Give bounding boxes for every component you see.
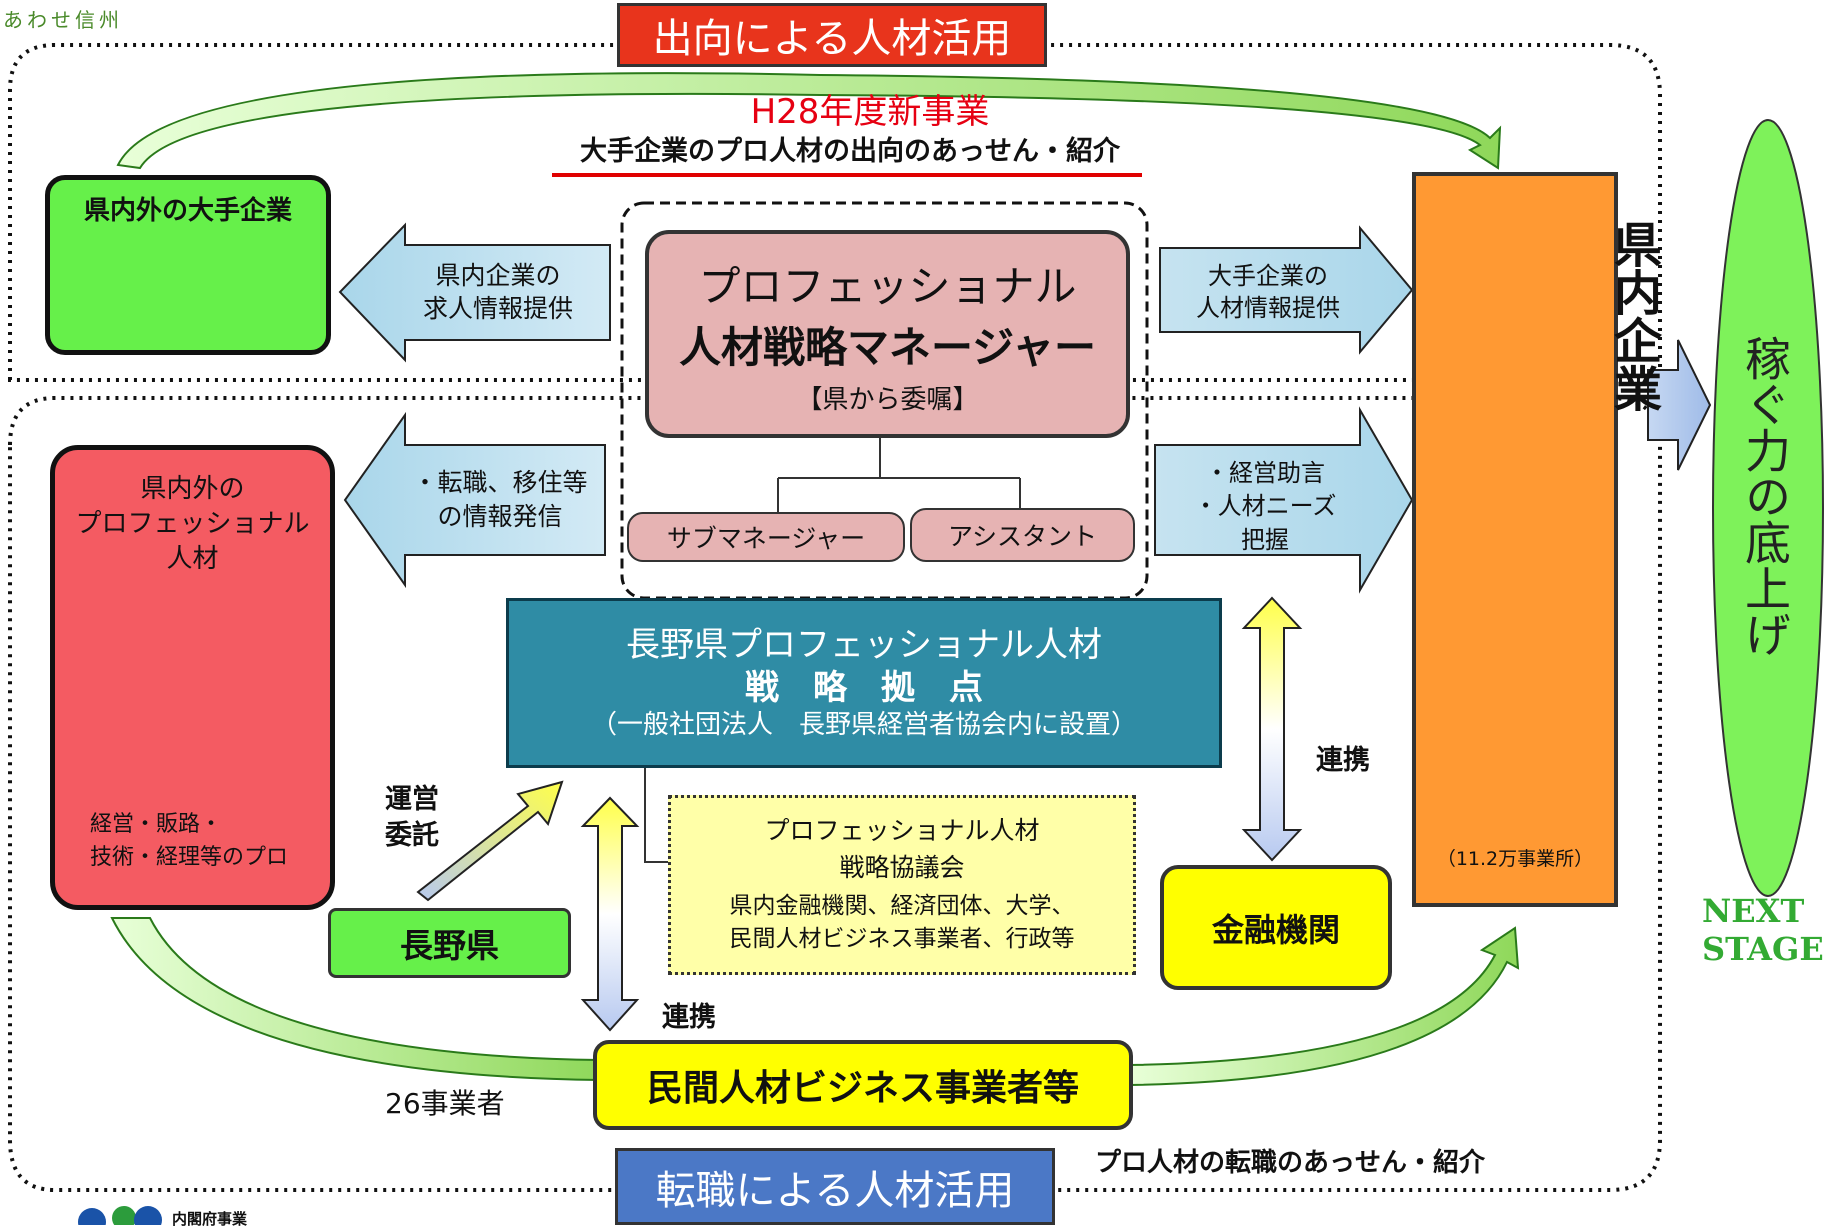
goal-oval xyxy=(1712,119,1824,897)
sub-manager-box: サブマネージャー xyxy=(627,512,905,562)
nagano-prefecture-box: 長野県 xyxy=(328,908,571,978)
arrow-text-line: 把握 xyxy=(1241,525,1289,554)
assistant-box: アシスタント xyxy=(910,508,1135,562)
strategy-hub-box: 長野県プロフェッショナル人材 戦 略 拠 点 （一般社団法人 長野県経営者協会内… xyxy=(506,598,1222,768)
delegation-line: 委託 xyxy=(385,820,439,852)
delegation-label: 運営 委託 xyxy=(385,782,439,855)
big-company-label: 県内外の大手企業 xyxy=(83,196,292,226)
h28-new-project-label: H28年度新事業 xyxy=(750,91,990,132)
delegation-arrow xyxy=(416,780,564,902)
lower-dotted-region xyxy=(8,396,1662,1192)
pro-talent-skills-line: 経営・販路・ xyxy=(90,812,223,837)
arrow-text-advice: ・経営助言 ・人材ニーズ 把握 xyxy=(1165,452,1365,562)
local-companies-box: 県内企業 （11.2万事業所） xyxy=(1412,172,1661,907)
strategy-council-box: プロフェッショナル人材 戦略協議会 県内金融機関、経済団体、大学、 民間人材ビジ… xyxy=(668,795,1136,975)
next-stage-label: NEXT STAGE xyxy=(1702,892,1824,969)
local-companies-title: 県内企業 xyxy=(1605,220,1661,412)
right-arrow-1 xyxy=(1159,225,1414,355)
pro-talent-skills: 経営・販路・ 技術・経理等のプロ xyxy=(90,808,288,874)
arrow-text-line: 求人情報提供 xyxy=(422,293,573,323)
arrow-text-line: 人材情報提供 xyxy=(1196,293,1340,322)
pro-talent-title-line: 人材 xyxy=(166,544,219,575)
hub-subtitle: 戦 略 拠 点 xyxy=(745,667,983,708)
next-stage-arrow xyxy=(1647,339,1712,471)
bottom-curve-arrow-right xyxy=(1129,926,1520,1087)
pro-talent-skills-line: 技術・経理等のプロ xyxy=(90,845,289,870)
double-arrow-right xyxy=(1241,596,1303,862)
region-logo-text: あわせ信州 xyxy=(3,8,123,32)
arrow-text-line: ・経営助言 xyxy=(1205,458,1325,487)
arrow-text-line: 大手企業の xyxy=(1208,262,1328,291)
pro-talent-title-line: プロフェッショナル xyxy=(75,509,310,540)
council-title-line1: プロフェッショナル人材 xyxy=(764,816,1040,846)
top-curve-arrow xyxy=(116,72,1502,170)
delegation-line: 運営 xyxy=(385,784,439,815)
business-count-label: 26事業者 xyxy=(385,1087,505,1120)
next-stage-line: STAGE xyxy=(1702,930,1824,969)
top-subtitle: 大手企業のプロ人材の出向のあっせん・紹介 xyxy=(580,135,1120,167)
arrow-text-line: の情報発信 xyxy=(437,502,563,531)
upper-dotted-region xyxy=(8,43,1662,382)
council-title-line2: 戦略協議会 xyxy=(839,852,965,882)
council-members-line2: 民間人材ビジネス事業者、行政等 xyxy=(729,926,1075,953)
pro-talent-box: 県内外の プロフェッショナル 人材 経営・販路・ 技術・経理等のプロ xyxy=(50,445,335,910)
pro-talent-title: 県内外の プロフェッショナル 人材 xyxy=(55,472,330,577)
cooperation-label-right: 連携 xyxy=(1316,745,1370,776)
top-banner-secondment: 出向による人材活用 xyxy=(617,3,1047,67)
financial-institution-box: 金融機関 xyxy=(1160,865,1392,990)
manager-commission-note: 【県から委嘱】 xyxy=(796,384,979,415)
hub-title: 長野県プロフェッショナル人材 xyxy=(626,625,1102,666)
bottom-banner-job-change: 転職による人材活用 xyxy=(615,1148,1055,1225)
council-members-line1: 県内金融機関、経済団体、大学、 xyxy=(729,892,1075,919)
arrow-text-talent-info: 大手企業の 人材情報提供 xyxy=(1168,255,1368,330)
arrow-text-job-info: 県内企業の 求人情報提供 xyxy=(398,250,598,335)
next-stage-line: NEXT xyxy=(1702,892,1805,930)
arrow-text-line: ・人材ニーズ xyxy=(1193,492,1337,521)
big-company-box: 県内外の大手企業 xyxy=(45,175,331,355)
arrow-text-line: ・転職、移住等 xyxy=(412,468,588,498)
left-arrow-1 xyxy=(338,222,611,363)
private-hr-business-box: 民間人材ビジネス事業者等 xyxy=(593,1040,1133,1130)
arrow-text-line: 県内企業の xyxy=(435,261,561,290)
double-arrow-bottom xyxy=(580,796,640,1032)
pro-talent-title-line: 県内外の xyxy=(140,474,245,504)
goal-text: 稼ぐ力の底上げ xyxy=(1738,335,1792,657)
arrow-text-relocation-info: ・転職、移住等 の情報発信 xyxy=(400,455,600,545)
footer-logo-text: 内閣府事業 xyxy=(172,1210,248,1228)
establishments-count: （11.2万事業所） xyxy=(1436,848,1594,870)
strategy-manager-box: プロフェッショナル 人材戦略マネージャー 【県から委嘱】 xyxy=(645,230,1130,438)
hub-location: （一般社団法人 長野県経営者協会内に設置） xyxy=(590,710,1137,741)
manager-title-line2: 人材戦略マネージャー xyxy=(678,322,1097,372)
cooperation-label-bottom: 連携 xyxy=(662,1002,716,1033)
right-arrow-2 xyxy=(1154,406,1414,594)
left-arrow-2 xyxy=(343,411,606,589)
manager-title-line1: プロフェッショナル xyxy=(698,261,1077,311)
bottom-caption: プロ人材の転職のあっせん・紹介 xyxy=(1095,1148,1486,1178)
cabinet-office-logo-icon xyxy=(78,1206,162,1225)
